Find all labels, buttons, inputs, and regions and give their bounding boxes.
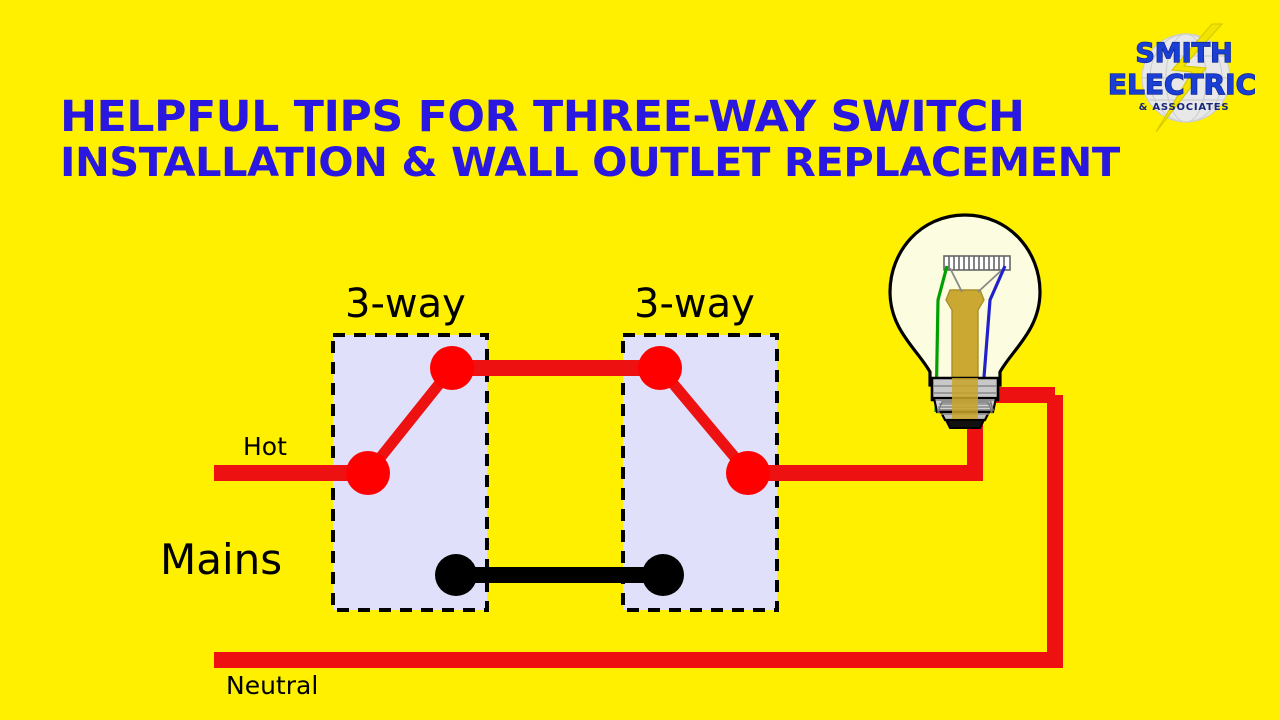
neutral-return-wire bbox=[214, 395, 1063, 668]
terminal-left-neutral bbox=[435, 554, 477, 596]
bulb-lead-green bbox=[934, 265, 949, 413]
logo-text-smith: SMITH bbox=[1135, 38, 1232, 69]
terminal-right-traveler bbox=[638, 346, 682, 390]
lightning-bolt-icon bbox=[1155, 23, 1224, 133]
title-line-2: INSTALLATION & WALL OUTLET REPLACEMENT bbox=[60, 140, 1120, 186]
switch-blade-right bbox=[655, 364, 753, 477]
terminal-right-neutral bbox=[642, 554, 684, 596]
label-switch-left: 3-way bbox=[345, 281, 466, 327]
terminal-left-common bbox=[346, 451, 390, 495]
label-neutral: Neutral bbox=[226, 671, 319, 700]
title-line-1: HELPFUL TIPS FOR THREE-WAY SWITCH bbox=[60, 92, 1025, 142]
slide-title: HELPFUL TIPS FOR THREE-WAY SWITCH INSTAL… bbox=[60, 96, 1120, 184]
label-hot: Hot bbox=[243, 432, 287, 461]
bulb-screw-base bbox=[930, 376, 1000, 429]
light-bulb bbox=[888, 213, 1042, 429]
label-mains: Mains bbox=[160, 535, 283, 584]
logo-text-associates: & ASSOCIATES bbox=[1139, 102, 1230, 113]
terminal-left-traveler bbox=[430, 346, 474, 390]
logo-text-electric: ELECTRIC bbox=[1108, 68, 1256, 101]
globe-icon bbox=[1141, 33, 1231, 123]
bulb-filament bbox=[943, 255, 1011, 271]
bulb-support-wires bbox=[949, 267, 1005, 293]
label-switch-right: 3-way bbox=[634, 281, 755, 327]
terminal-right-common bbox=[726, 451, 770, 495]
company-logo: SMITH ELECTRIC & ASSOCIATES bbox=[1094, 22, 1274, 134]
switch-blade-left bbox=[363, 364, 457, 477]
